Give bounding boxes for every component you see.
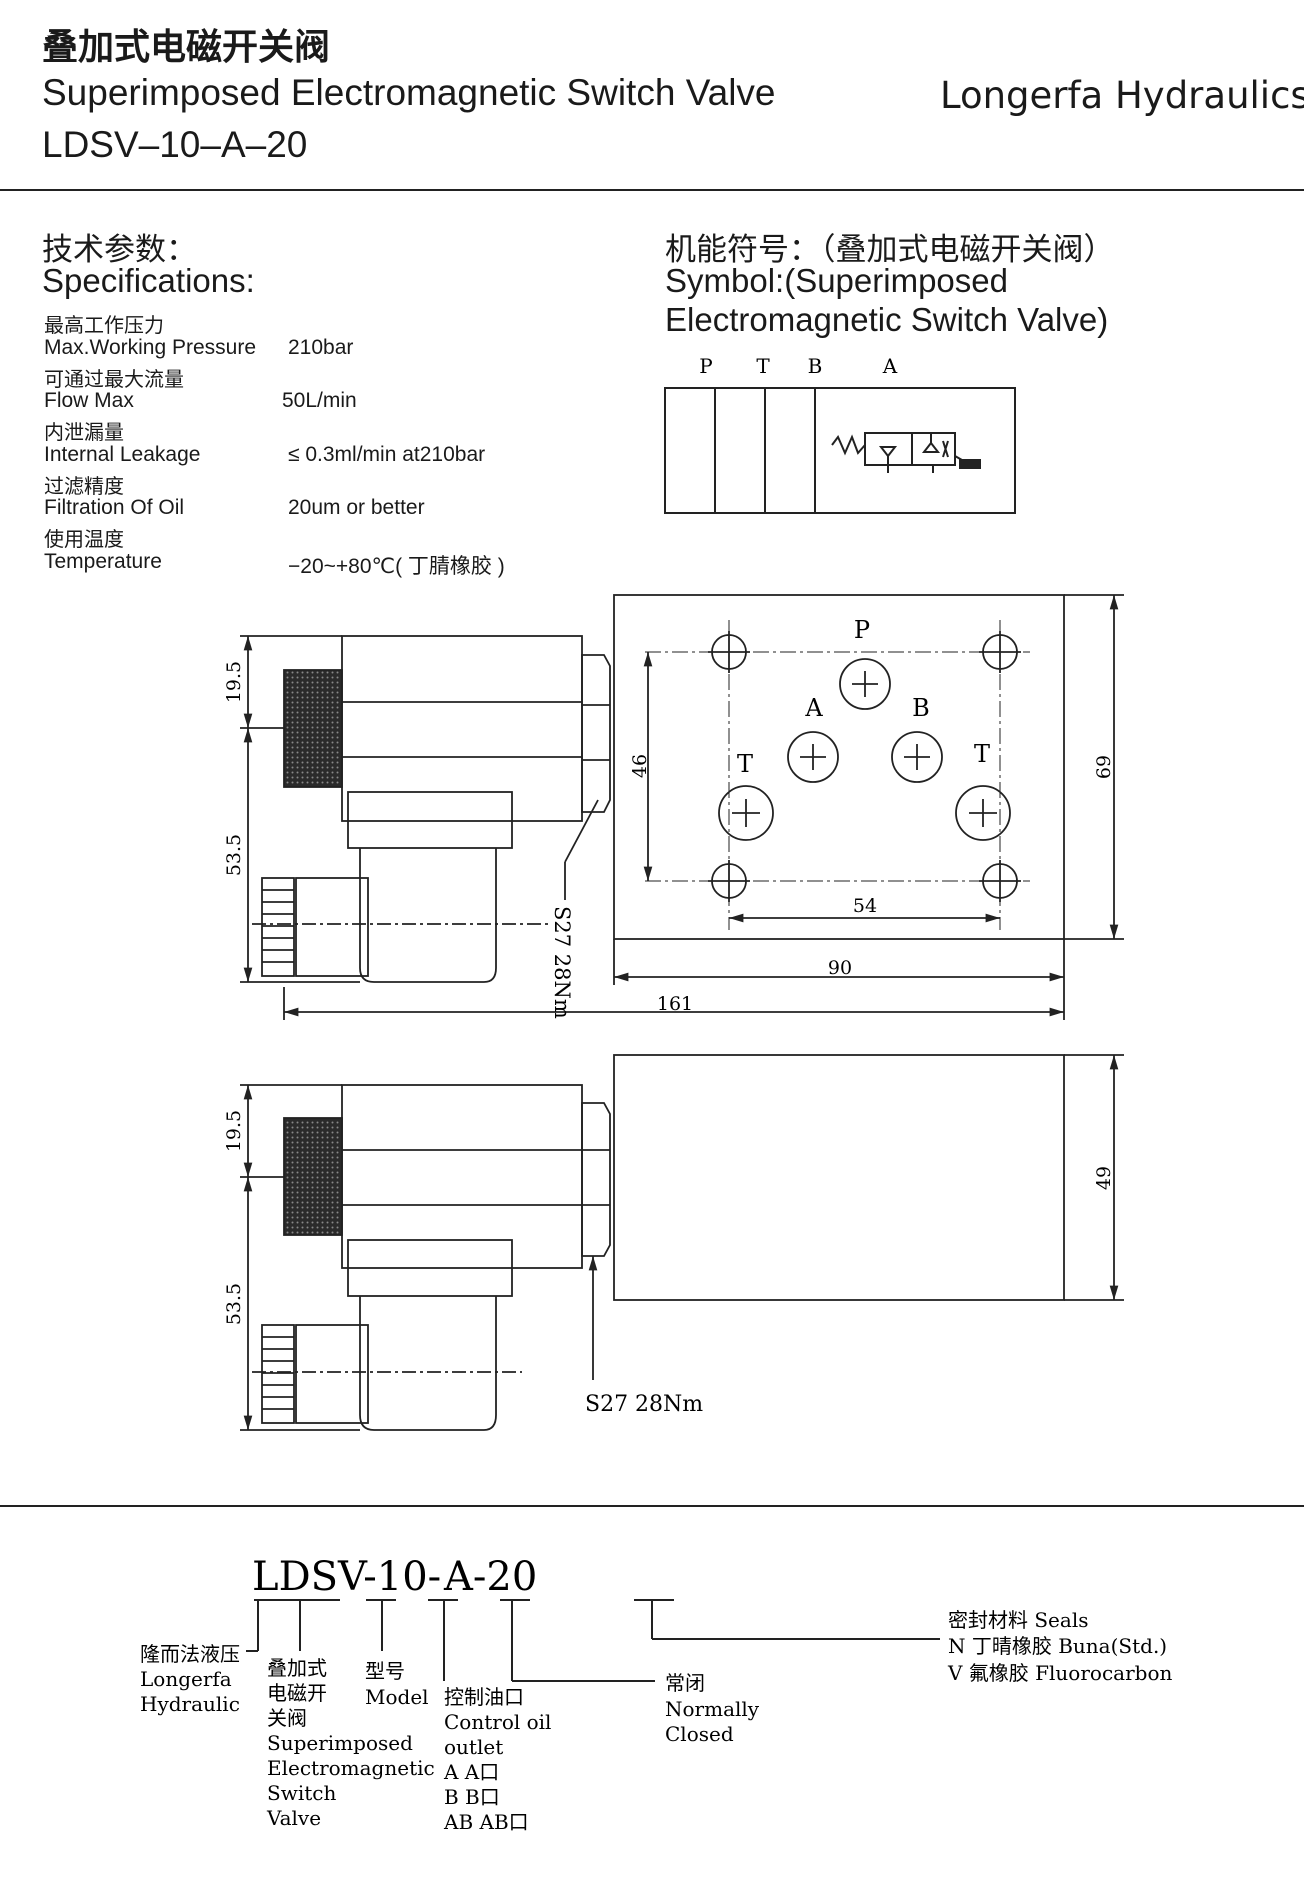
top-port-a: A xyxy=(804,694,823,722)
specs-heading-cn: 技术参数： xyxy=(42,232,197,268)
top-port-t-right: T xyxy=(974,740,990,768)
order-seals-opt-1: N 丁晴橡胶 Buna(Std.) xyxy=(948,1634,1167,1658)
order-seals-opt-2: V 氟橡胶 Fluorocarbon xyxy=(947,1661,1172,1685)
order-nc-en-1: Normally xyxy=(665,1697,760,1721)
top-dim-46: 46 xyxy=(629,754,651,778)
side-view-drawing xyxy=(240,1054,1124,1431)
spec-en-filtration: Filtration Of Oil xyxy=(44,496,185,519)
symbol-port-t: T xyxy=(756,354,770,378)
order-type-en-2: Electromagnetic xyxy=(267,1756,435,1780)
top-dim-69: 69 xyxy=(1093,755,1115,779)
spec-cn-temperature: 使用温度 xyxy=(44,527,124,551)
top-dim-161: 161 xyxy=(657,993,693,1015)
order-ctrl-opt-3: AB AB口 xyxy=(443,1810,529,1834)
top-dim-19-5: 19.5 xyxy=(223,661,245,703)
order-code-part1: LDSV-10- xyxy=(252,1554,441,1600)
order-type-en-3: Switch xyxy=(267,1781,336,1805)
spec-en-pressure: Max.Working Pressure xyxy=(44,336,257,359)
order-brand-en-1: Longerfa xyxy=(140,1667,232,1691)
spec-value-flow: 50L/min xyxy=(282,389,357,412)
order-type-cn-2: 电磁开 xyxy=(267,1681,327,1705)
side-torque-label: S27 28Nm xyxy=(585,1392,703,1417)
order-ctrl-en-1: Control oil xyxy=(444,1710,551,1734)
order-seals-title: 密封材料 Seals xyxy=(948,1608,1088,1632)
order-brand-cn: 隆而法液压 xyxy=(140,1642,240,1666)
hydraulic-symbol xyxy=(664,387,1016,514)
side-dim-53-5: 53.5 xyxy=(223,1283,245,1325)
order-type-en-4: Valve xyxy=(266,1806,321,1830)
top-dim-90: 90 xyxy=(828,957,852,979)
symbol-port-a: A xyxy=(882,354,898,378)
order-ctrl-opt-1: A A口 xyxy=(443,1760,499,1784)
spec-value-temperature: −20~+80℃( 丁腈橡胶 ) xyxy=(288,555,505,578)
order-ctrl-en-2: outlet xyxy=(444,1735,503,1759)
symbol-heading-en-2: Electromagnetic Switch Valve) xyxy=(665,301,1109,338)
symbol-port-p: P xyxy=(699,354,712,378)
spec-cn-filtration: 过滤精度 xyxy=(44,474,124,498)
spec-cn-flow: 可通过最大流量 xyxy=(44,367,184,391)
top-torque-label: S27 28Nm xyxy=(550,906,574,1019)
model-number: LDSV–10–A–20 xyxy=(42,124,308,165)
order-type-en-1: Superimposed xyxy=(267,1731,413,1755)
ordering-code-lines xyxy=(246,1599,940,1682)
spec-value-pressure: 210bar xyxy=(288,336,354,359)
order-code-part2: A-20 xyxy=(443,1554,537,1600)
order-nc-en-2: Closed xyxy=(665,1722,734,1746)
side-dim-19-5: 19.5 xyxy=(223,1110,245,1152)
top-dim-53-5: 53.5 xyxy=(223,834,245,876)
specs-heading-en: Specifications: xyxy=(42,262,255,299)
order-model-en: Model xyxy=(365,1685,429,1709)
top-port-p: P xyxy=(854,616,870,644)
symbol-port-b: B xyxy=(808,354,823,378)
top-port-t-left: T xyxy=(737,750,753,778)
order-brand-en-2: Hydraulic xyxy=(140,1692,240,1716)
spec-cn-leakage: 内泄漏量 xyxy=(44,420,124,444)
side-dim-49: 49 xyxy=(1093,1166,1115,1190)
spec-value-filtration: 20um or better xyxy=(288,496,425,519)
order-type-cn-3: 关阀 xyxy=(267,1706,307,1730)
spec-cn-pressure: 最高工作压力 xyxy=(44,313,164,337)
order-model-cn: 型号 xyxy=(365,1659,405,1683)
symbol-heading-en-1: Symbol:(Superimposed xyxy=(665,262,1008,299)
top-dim-54: 54 xyxy=(853,895,877,917)
spec-en-flow: Flow Max xyxy=(44,389,134,412)
title-chinese: 叠加式电磁开关阀 xyxy=(42,27,331,68)
brand-name: Longerfa Hydraulics xyxy=(940,74,1304,117)
order-nc-cn: 常闭 xyxy=(665,1671,705,1695)
header-divider xyxy=(0,189,1304,191)
symbol-heading-cn: 机能符号：（叠加式电磁开关阀） xyxy=(665,232,1115,268)
spec-en-leakage: Internal Leakage xyxy=(44,443,201,466)
order-ctrl-opt-2: B B口 xyxy=(444,1785,500,1809)
spec-en-temperature: Temperature xyxy=(44,550,162,573)
title-english: Superimposed Electromagnetic Switch Valv… xyxy=(42,72,776,113)
top-view-drawing xyxy=(240,594,1124,1020)
order-ctrl-cn: 控制油口 xyxy=(444,1685,524,1709)
top-port-b: B xyxy=(912,694,930,722)
order-type-cn-1: 叠加式 xyxy=(267,1656,327,1680)
spec-value-leakage: ≤ 0.3ml/min at210bar xyxy=(288,443,486,466)
